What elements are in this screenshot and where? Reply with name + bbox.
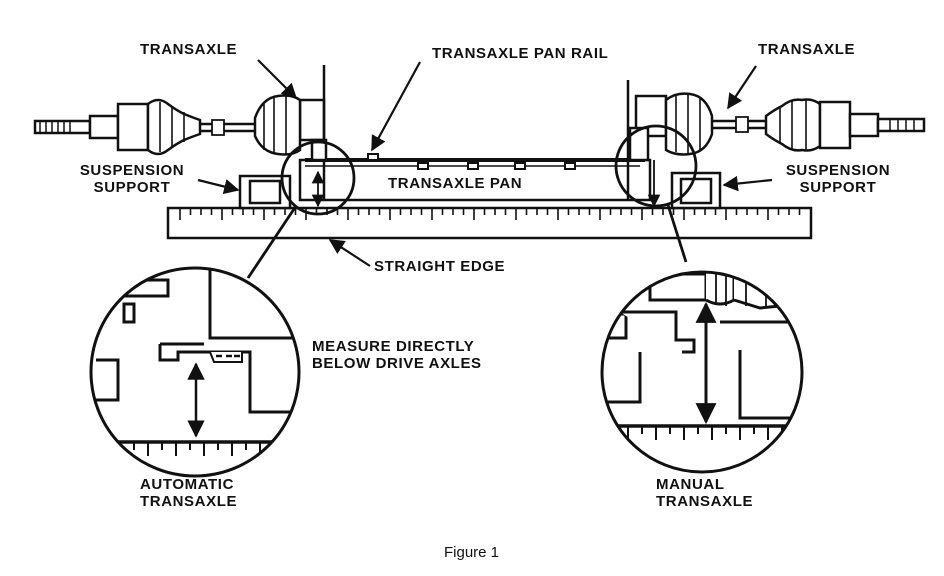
label-transaxle-pan-rail: TRANSAXLE PAN RAIL [432, 45, 609, 62]
right-transaxle-housing [626, 80, 668, 200]
right-suspension-support [670, 171, 722, 210]
label-automatic-line2: TRANSAXLE [140, 493, 238, 510]
figure-caption: Figure 1 [444, 544, 500, 561]
detail-callout-circles [246, 124, 698, 279]
main-view-measure-marks [311, 160, 661, 208]
label-automatic-transaxle: AUTOMATIC TRANSAXLE [140, 476, 237, 510]
label-leaders [197, 59, 773, 267]
left-transaxle-housing [298, 65, 328, 200]
label-automatic-line1: AUTOMATIC [140, 476, 235, 493]
right-drive-axle [664, 92, 926, 156]
label-measure-line2: BELOW DRIVE AXLES [312, 355, 482, 372]
label-measure-directly: MEASURE DIRECTLY BELOW DRIVE AXLES [312, 338, 482, 372]
label-manual-line2: TRANSAXLE [656, 493, 754, 510]
label-transaxle-right: TRANSAXLE [758, 41, 856, 58]
manual-detail [600, 270, 804, 474]
left-suspension-support [238, 174, 292, 210]
label-transaxle-left: TRANSAXLE [140, 41, 238, 58]
automatic-detail [89, 266, 301, 478]
label-suspension-support-left: SUSPENSION SUPPORT [64, 162, 200, 196]
label-suspension-support-right: SUSPENSION SUPPORT [770, 162, 906, 196]
label-straight-edge: STRAIGHT EDGE [374, 258, 506, 275]
label-manual-line1: MANUAL [656, 476, 725, 493]
label-transaxle-pan: TRANSAXLE PAN [388, 175, 523, 192]
left-drive-axle [33, 94, 302, 156]
straight-edge-ruler [166, 206, 813, 240]
label-suspension-right-line1: SUSPENSION [785, 162, 891, 179]
label-manual-transaxle: MANUAL TRANSAXLE [656, 476, 753, 510]
label-suspension-left-line2: SUPPORT [93, 179, 171, 196]
label-suspension-right-line2: SUPPORT [799, 179, 877, 196]
label-suspension-left-line1: SUSPENSION [79, 162, 185, 179]
label-measure-line1: MEASURE DIRECTLY [312, 338, 475, 355]
